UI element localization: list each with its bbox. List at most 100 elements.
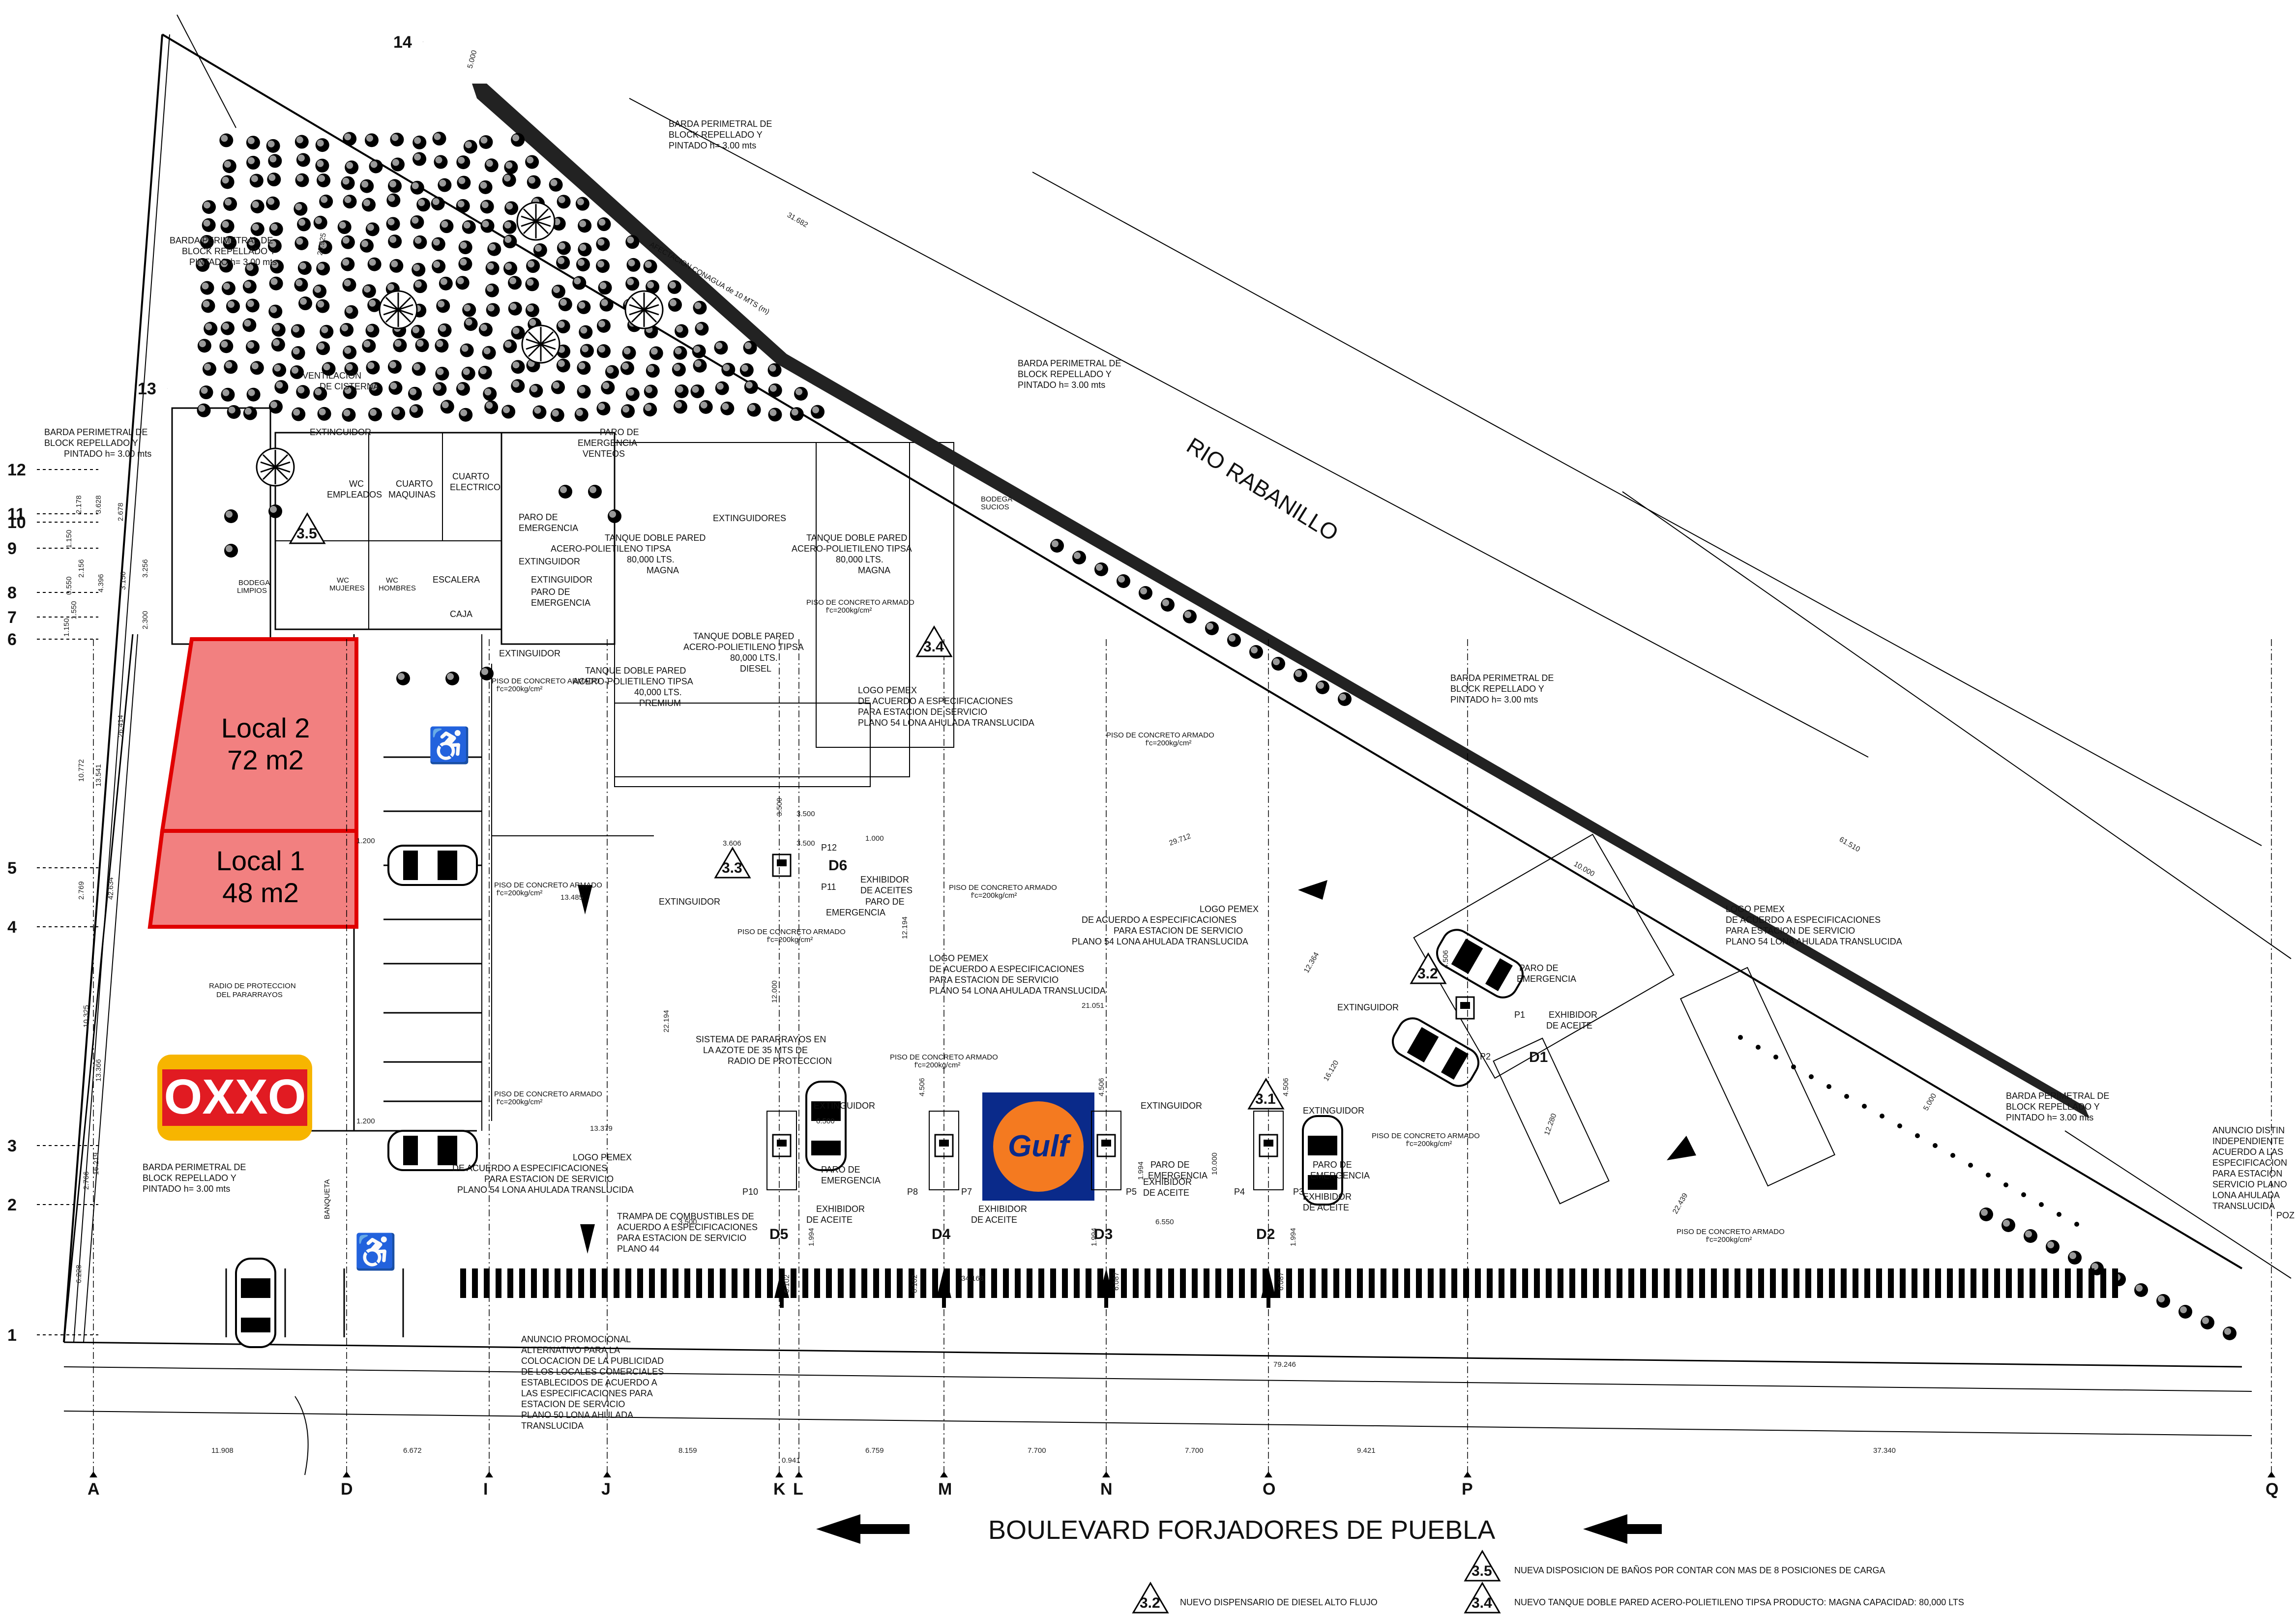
tree-icon [673, 346, 687, 360]
tree-icon [1979, 1208, 1993, 1221]
tree-icon [431, 197, 445, 211]
tree-icon [1294, 669, 1307, 682]
tree-icon [298, 296, 312, 311]
tree-icon [1094, 562, 1108, 576]
tree-icon [457, 176, 471, 190]
grid-col-label: I [483, 1480, 488, 1499]
dispenser-label: D5 [769, 1226, 788, 1242]
grid-row-label: 11 [7, 505, 25, 524]
tree-icon [596, 344, 611, 358]
tree-icon [462, 303, 476, 317]
dimension-value: 5.000 [466, 49, 478, 69]
tree-icon [199, 385, 213, 400]
tree-icon [227, 405, 241, 419]
grid-row-label: 1 [7, 1326, 17, 1345]
tree-icon [533, 243, 547, 257]
tree-icon [368, 408, 383, 422]
tree-icon [341, 235, 355, 249]
shrub-icon [379, 290, 418, 329]
tree-icon [596, 319, 611, 333]
shrub-icon [521, 324, 560, 364]
curb-zebra-strip [457, 1268, 2119, 1298]
tree-icon [202, 362, 216, 376]
tree-icon [267, 173, 281, 187]
grid-row-label: 8 [7, 584, 17, 602]
dimension-value: 2.769 [77, 881, 86, 900]
grid-col-label: M [938, 1480, 952, 1499]
tree-icon [438, 323, 452, 337]
dimension-value: 13.366 [94, 1059, 103, 1082]
tree-icon [1271, 657, 1285, 671]
dimension-value: 2.156 [77, 559, 86, 578]
banqueta-label: BANQUETA [323, 1179, 331, 1219]
tree-icon [343, 195, 357, 209]
dispenser-label: D4 [932, 1226, 951, 1242]
arrow-up-icon [774, 1268, 789, 1308]
grid-row-label: 9 [7, 539, 17, 558]
tree-icon [1050, 539, 1064, 553]
tree-icon [557, 195, 571, 209]
tree-icon [768, 408, 782, 422]
tree-icon [388, 179, 402, 193]
tree-icon [1316, 680, 1329, 694]
tree-icon [296, 153, 310, 167]
tree-icon [313, 284, 327, 298]
tree-icon [390, 132, 404, 147]
tree-icon [747, 403, 761, 417]
tree-icon [362, 339, 376, 353]
tree-icon [413, 279, 427, 294]
tree-icon [720, 401, 735, 415]
dimension-value: 2.678 [117, 502, 125, 521]
tree-icon [313, 215, 327, 230]
bollard-icon [1968, 1163, 1973, 1168]
dimension-value: 2.300 [141, 611, 149, 629]
grid-row-label: 5 [7, 859, 17, 878]
tree-icon [220, 219, 235, 234]
bollard-icon [1738, 1035, 1743, 1040]
river-label: RIO RABANILLO [1182, 432, 1343, 546]
tree-icon [601, 381, 615, 395]
dimension-value: 8.159 [678, 1446, 697, 1455]
tree-icon [219, 339, 234, 353]
local-1-area [147, 829, 358, 929]
tree-icon [440, 219, 454, 234]
tree-icon [438, 178, 452, 192]
tree-icon [362, 284, 376, 298]
pump-label: P7 [961, 1187, 972, 1197]
tree-icon [226, 299, 240, 314]
tree-icon [577, 300, 591, 314]
tree-icon [508, 301, 522, 316]
revision-tag: 3.3 [722, 860, 742, 876]
bollard-icon [1826, 1084, 1831, 1089]
tree-icon [578, 242, 592, 257]
tree-icon [243, 406, 257, 420]
tree-icon [574, 408, 589, 422]
tree-icon [572, 276, 587, 290]
arrow-down-icon [580, 1224, 595, 1254]
dimension-value: 37.340 [1873, 1446, 1896, 1455]
tree-icon [296, 385, 310, 399]
revision-triangle-icon [289, 512, 326, 544]
tree-icon [2223, 1326, 2237, 1340]
dimension-value: 13.541 [94, 764, 103, 787]
tree-icon [790, 407, 804, 421]
pump-label: P1 [1514, 1010, 1525, 1020]
tree-icon [386, 193, 401, 207]
dimension-value: 6.087 [1277, 1272, 1285, 1291]
tree-icon [508, 276, 522, 290]
grid-row-label: 13 [138, 380, 156, 398]
tree-icon [2201, 1316, 2214, 1329]
grid-col-label: N [1100, 1480, 1113, 1499]
tree-icon [343, 132, 357, 146]
dimension-value: 22.194 [662, 1010, 671, 1032]
tree-icon [526, 259, 540, 273]
